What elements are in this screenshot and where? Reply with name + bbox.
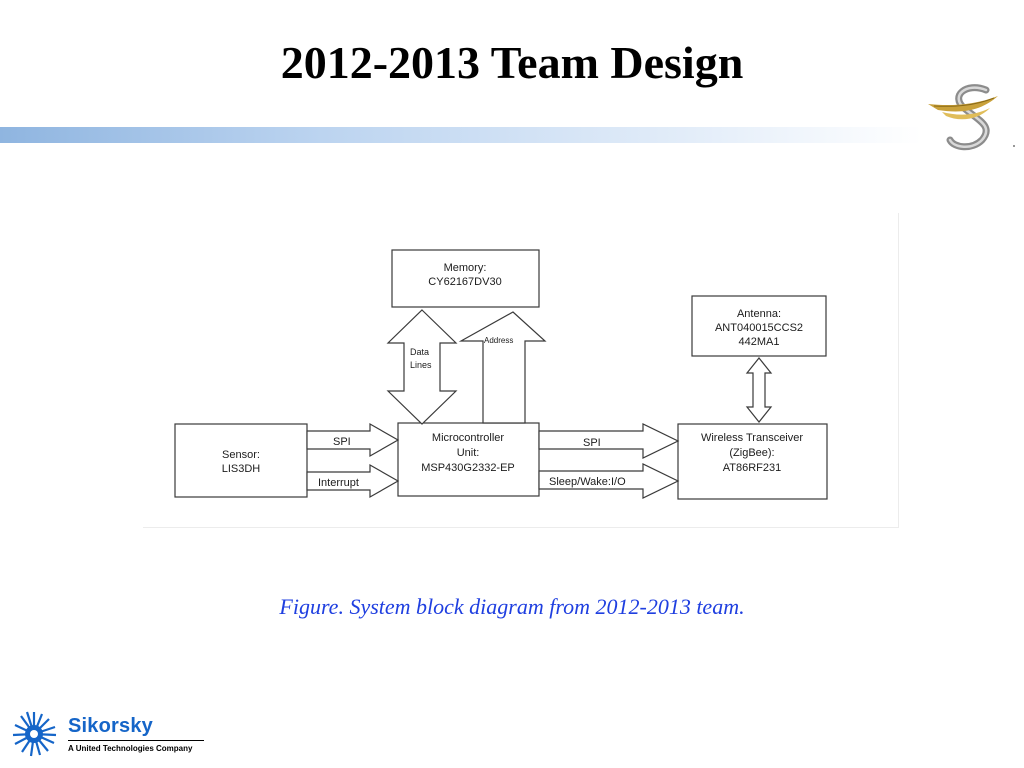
mcu-label-line1: Microcontroller bbox=[432, 432, 504, 444]
transceiver-block bbox=[677, 423, 828, 500]
sensor-label-line2: LIS3DH bbox=[222, 463, 261, 475]
data-lines-label-line1: Data bbox=[410, 347, 429, 357]
sikorsky-logo: Sikorsky A United Technologies Company bbox=[12, 708, 212, 758]
memory-block bbox=[391, 249, 540, 308]
data-lines-label-line2: Lines bbox=[410, 360, 432, 370]
mcu-block bbox=[397, 422, 540, 497]
figure-caption: Figure. System block diagram from 2012-2… bbox=[279, 594, 745, 619]
spi-right-label: SPI bbox=[583, 437, 601, 449]
company-name: Sikorsky bbox=[68, 715, 153, 737]
antenna-link-arrow bbox=[745, 357, 773, 423]
memory-label-line2: CY62167DV30 bbox=[428, 276, 501, 288]
interrupt-arrow bbox=[306, 463, 400, 499]
transceiver-label-line3: AT86RF231 bbox=[723, 462, 782, 474]
spi-left-arrow bbox=[306, 422, 400, 458]
address-arrow bbox=[458, 311, 547, 424]
sensor-label-line1: Sensor: bbox=[222, 449, 260, 461]
company-tagline: A United Technologies Company bbox=[68, 744, 193, 753]
memory-label-line1: Memory: bbox=[444, 262, 487, 274]
transceiver-label-line2: (ZigBee): bbox=[729, 447, 774, 459]
antenna-label-line2: ANT040015CCS2 bbox=[715, 322, 803, 334]
mcu-label-line3: MSP430G2332-EP bbox=[421, 462, 515, 474]
company-rule bbox=[68, 740, 204, 741]
antenna-label-line1: Antenna: bbox=[737, 308, 781, 320]
antenna-block bbox=[691, 295, 827, 357]
slide-title: 2012-2013 Team Design bbox=[280, 37, 744, 88]
spi-right-arrow bbox=[538, 423, 680, 459]
transceiver-label-line1: Wireless Transceiver bbox=[701, 432, 803, 444]
header-gradient-bar bbox=[0, 127, 922, 143]
mcu-label-line2: Unit: bbox=[457, 447, 480, 459]
spi-left-label: SPI bbox=[333, 436, 351, 448]
address-label: Address bbox=[484, 336, 513, 345]
sleep-wake-label: Sleep/Wake:I/O bbox=[549, 476, 626, 488]
system-block-diagram: Memory: CY62167DV30 Antenna: ANT040015CC… bbox=[143, 213, 899, 528]
sensor-block bbox=[174, 423, 308, 498]
interrupt-label: Interrupt bbox=[318, 477, 359, 489]
sleep-wake-arrow bbox=[538, 463, 680, 499]
data-lines-arrow bbox=[386, 309, 458, 425]
s-logo-icon bbox=[924, 76, 1024, 160]
antenna-label-line3: 442MA1 bbox=[739, 336, 780, 348]
sikorsky-logo-icon bbox=[12, 711, 57, 757]
